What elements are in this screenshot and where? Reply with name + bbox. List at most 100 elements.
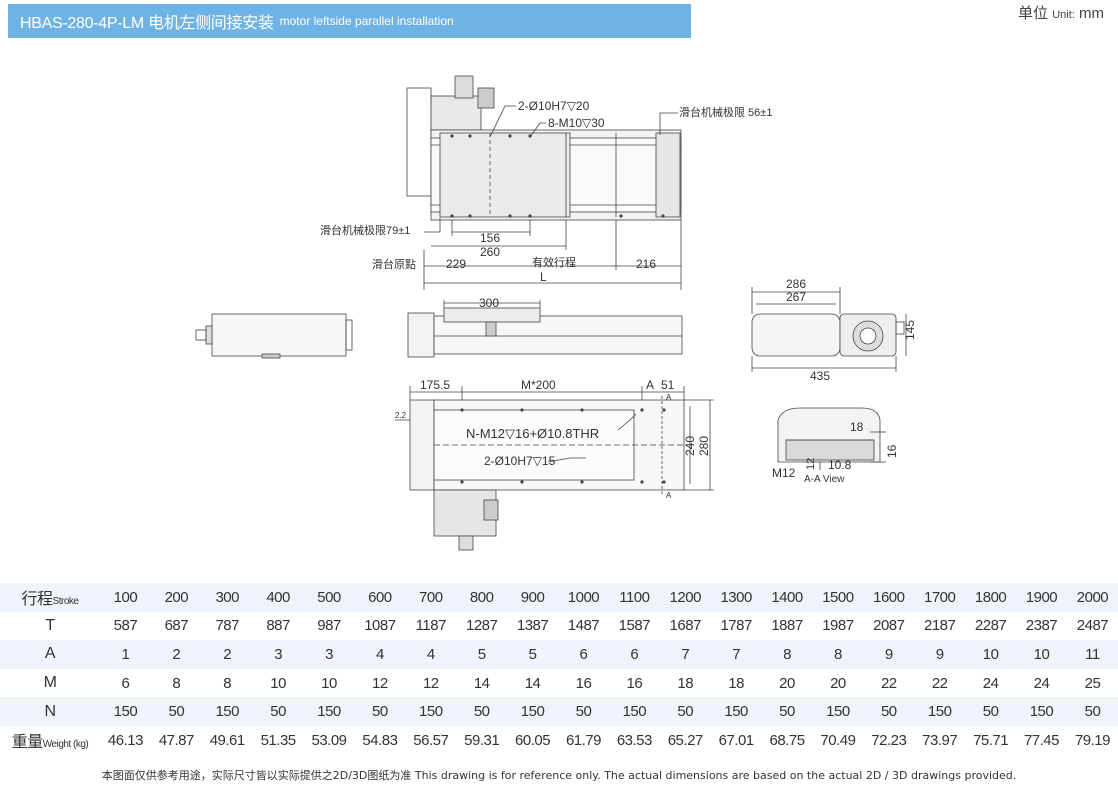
table-cell: 300 [201, 583, 253, 612]
table-cell: 50 [659, 697, 711, 726]
model-subtitle: motor leftside parallel installation [279, 14, 454, 28]
table-cell: 56.57 [405, 725, 457, 755]
row-label-text: M [43, 674, 57, 692]
table-cell: 65.27 [659, 725, 711, 755]
table-cell: 1487 [558, 611, 609, 641]
table-cell: 1687 [659, 611, 711, 641]
table-cell: 10 [252, 668, 304, 698]
dim-216: 216 [636, 257, 656, 271]
row-label-en: Stroke [52, 596, 79, 608]
table-cell: 600 [354, 583, 406, 612]
side-view-left [195, 313, 353, 359]
table-cell: 50 [965, 697, 1017, 726]
bottom-view [395, 386, 714, 551]
dim-267: 267 [786, 290, 806, 304]
table-cell: 1600 [863, 583, 915, 612]
table-cell: 3 [252, 640, 304, 669]
top-motor-plate [406, 87, 432, 197]
row-label: 重量Weight (kg) [0, 725, 100, 755]
dim-229: 229 [446, 257, 466, 271]
table-cell: 100 [100, 583, 151, 612]
table-cell: 9 [863, 640, 915, 669]
title-bar: HBAS-280-4P-LM 电机左侧间接安装 motor leftside p… [8, 4, 691, 38]
table-cell: 1187 [405, 611, 457, 641]
table-cell: 2087 [863, 611, 915, 641]
aa-view-label: A-A View [804, 474, 845, 485]
table-cell: 8 [812, 640, 864, 669]
table-cell: 50 [863, 697, 915, 726]
table-cell: 1 [100, 640, 151, 669]
unit-label: 单位 Unit: mm [1018, 2, 1104, 23]
table-cell: 24 [1016, 668, 1067, 698]
row-label-text: T [45, 616, 55, 634]
table-cell: 150 [1016, 697, 1067, 726]
row-label-text: N [44, 702, 56, 720]
table-cell: 6 [100, 668, 151, 698]
table-cell: 150 [710, 697, 762, 726]
dim-435: 435 [810, 369, 830, 383]
dim-280: 280 [697, 436, 711, 456]
table-cell: 72.23 [863, 725, 915, 755]
table-cell: 1400 [761, 583, 813, 612]
table-cell: 14 [507, 668, 559, 698]
table-cell: 150 [303, 697, 355, 726]
dim-260: 260 [480, 245, 500, 259]
unit-mm: mm [1079, 5, 1104, 22]
dim-145: 145 [903, 320, 917, 340]
table-cell: 20 [812, 668, 864, 698]
table-cell: 400 [252, 583, 304, 612]
top-motor-cap [454, 75, 474, 99]
row-label: 行程Stroke [0, 583, 100, 612]
section-view [777, 407, 886, 470]
table-cell: 16 [608, 668, 660, 698]
table-cell: 4 [405, 640, 457, 669]
table-cell: 1887 [761, 611, 813, 641]
table-cell: 2 [201, 640, 253, 669]
table-cell: 1587 [608, 611, 660, 641]
table-cell: 1787 [710, 611, 762, 641]
origin-label: 滑台原點 [372, 257, 416, 271]
table-cell: 150 [914, 697, 966, 726]
table-cell: 1000 [558, 583, 609, 612]
table-cell: 6 [608, 640, 660, 669]
table-cell: 200 [150, 583, 202, 612]
table-cell: 8 [761, 640, 813, 669]
table-cell: 18 [710, 668, 762, 698]
table-cell: 1100 [608, 583, 660, 612]
table-cell: 1800 [965, 583, 1017, 612]
table-cell: 63.53 [608, 725, 660, 755]
table-cell: 14 [456, 668, 508, 698]
table-cell: 50 [252, 697, 304, 726]
dim-240: 240 [683, 436, 697, 456]
dim-156: 156 [480, 231, 500, 245]
table-cell: 150 [507, 697, 559, 726]
table-cell: 1200 [659, 583, 711, 612]
table-cell: 50 [558, 697, 609, 726]
dim-a: A [646, 378, 654, 392]
table-cell: 22 [863, 668, 915, 698]
bottom-hole-note-1: N-M12▽16+Ø10.8THR [466, 426, 599, 441]
table-cell: 79.19 [1066, 725, 1118, 755]
table-cell: 12 [354, 668, 406, 698]
dim-10-8: 10.8 [828, 458, 852, 472]
dim-16: 16 [885, 444, 899, 458]
top-view [406, 75, 682, 290]
table-cell: 73.97 [914, 725, 966, 755]
table-cell: 7 [659, 640, 711, 669]
dim-m200: M*200 [521, 378, 556, 392]
table-cell: 3 [303, 640, 355, 669]
table-cell: 5 [456, 640, 508, 669]
table-cell: 1387 [507, 611, 559, 641]
dim-m12: M12 [772, 466, 796, 480]
top-limit-right: 滑台机械极限 56±1 [679, 105, 772, 119]
model-title: HBAS-280-4P-LM 电机左侧间接安装 [20, 15, 274, 32]
table-cell: 53.09 [303, 725, 355, 755]
table-cell: 16 [558, 668, 609, 698]
dim-51: 51 [661, 378, 675, 392]
table-cell: 77.45 [1016, 725, 1067, 755]
